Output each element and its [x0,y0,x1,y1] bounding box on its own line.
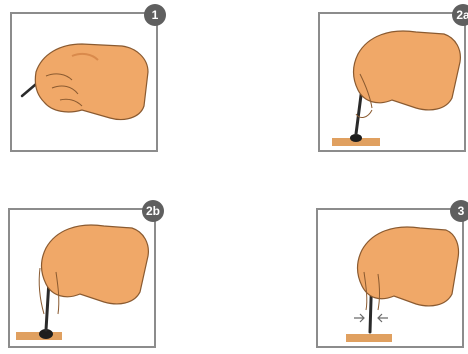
paper-strip [346,334,392,342]
hand-holding-pen-icon [12,14,156,150]
step-panel-1: 1 [10,12,158,152]
hand-holding-pen-icon [318,210,462,346]
step-panel-2a: 2a [318,12,466,152]
paper-strip [16,332,62,340]
step-panel-3: 3 [316,208,464,348]
hand-holding-pen-icon [320,14,464,150]
step-panel-2b: 2b [8,208,156,348]
hand-holding-pen-icon [10,210,154,346]
